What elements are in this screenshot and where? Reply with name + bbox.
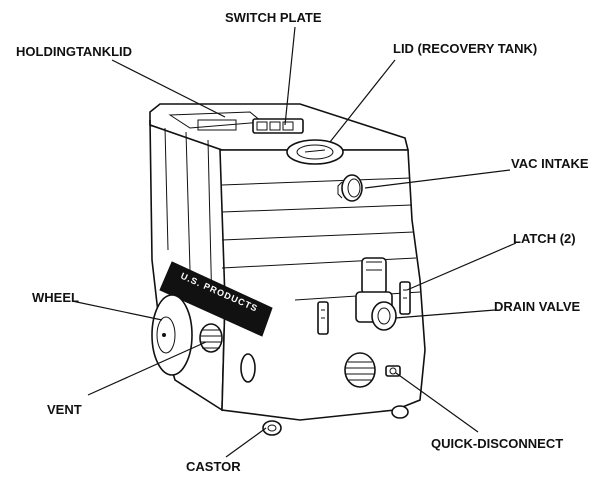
leader-quick-disconnect xyxy=(395,372,479,433)
castor-rear xyxy=(391,405,409,419)
leader-vac-intake xyxy=(364,169,511,189)
wheel xyxy=(151,294,193,376)
wheel-hub-icon xyxy=(162,333,166,337)
switch-1-icon xyxy=(256,121,268,131)
leader-drain-valve xyxy=(394,309,496,319)
label-switch-plate: SWITCH PLATE xyxy=(225,10,322,25)
callout-labels: SWITCH PLATE HOLDINGTANKLID LID (RECOVER… xyxy=(16,10,589,474)
carpet-extractor-machine: U.S. PRODUCTS xyxy=(149,103,426,436)
label-castor: CASTOR xyxy=(186,459,241,474)
leader-latch xyxy=(406,242,517,291)
label-vent: VENT xyxy=(47,402,82,417)
switch-plate xyxy=(252,118,304,134)
recovery-tank-lid xyxy=(286,139,344,165)
label-drain-valve: DRAIN VALVE xyxy=(494,299,581,314)
front-rib-1 xyxy=(221,177,411,186)
front-rib-2 xyxy=(221,204,413,213)
leader-castor xyxy=(225,427,267,458)
switch-3-icon xyxy=(282,121,294,131)
label-wheel: WHEEL xyxy=(32,290,79,305)
leader-lid-recovery-tank xyxy=(329,59,396,143)
switch-2-icon xyxy=(269,121,281,131)
label-vac-intake: VAC INTAKE xyxy=(511,156,589,171)
latch-left xyxy=(317,301,329,335)
side-ridge-3 xyxy=(185,131,191,271)
latch-right xyxy=(399,281,411,315)
castor xyxy=(262,420,282,436)
leader-lines xyxy=(71,26,517,458)
vac-intake xyxy=(337,174,363,202)
label-lid-recovery-tank: LID (RECOVERY TANK) xyxy=(393,41,537,56)
label-holding-tank-lid: HOLDINGTANKLID xyxy=(16,44,132,59)
drain-valve xyxy=(355,257,397,331)
side-ridge-1 xyxy=(164,127,169,251)
holding-tank-lid-recess xyxy=(197,119,237,131)
leader-holding-tank-lid xyxy=(111,59,226,118)
side-vent xyxy=(199,323,223,353)
label-latch: LATCH (2) xyxy=(513,231,576,246)
leader-wheel xyxy=(71,300,163,321)
leader-switch-plate xyxy=(284,26,296,126)
leader-vent xyxy=(87,341,207,396)
label-quick-disconnect: QUICK-DISCONNECT xyxy=(431,436,563,451)
front-oval-port xyxy=(240,353,256,383)
front-vent xyxy=(344,352,376,388)
front-shell xyxy=(219,149,426,421)
front-rib-3 xyxy=(221,231,415,241)
